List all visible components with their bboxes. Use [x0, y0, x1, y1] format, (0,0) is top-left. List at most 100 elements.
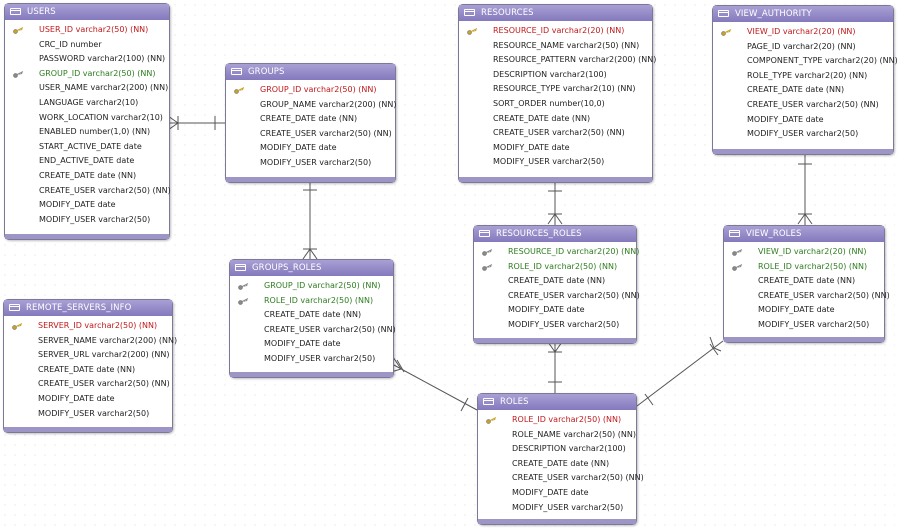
column-row[interactable]: CREATE_DATE date (NN) [474, 274, 636, 289]
column-row[interactable]: MODIFY_USER varchar2(50) [713, 127, 893, 142]
relationship-groups-roles-roles [390, 356, 478, 412]
column-row[interactable]: WORK_LOCATION varchar2(10) [5, 111, 169, 126]
column-row[interactable]: MODIFY_DATE date [230, 337, 393, 352]
column-row[interactable]: MODIFY_USER varchar2(50) [459, 155, 652, 170]
column-row[interactable]: MODIFY_USER varchar2(50) [5, 213, 169, 228]
foreign-key-column[interactable]: RESOURCE_ID varchar2(20) (NN) [474, 245, 639, 260]
column-row[interactable]: RESOURCE_PATTERN varchar2(200) (NN) [459, 53, 656, 68]
column-row[interactable]: CREATE_USER varchar2(50) (NN) [226, 127, 395, 142]
entity-users[interactable]: USERS USER_ID varchar2(50) (NN)CRC_ID num… [4, 3, 171, 240]
entity-header[interactable]: REMOTE_SERVERS_INFO [4, 300, 172, 316]
column-row[interactable]: CREATE_USER varchar2(50) (NN) [713, 98, 893, 113]
foreign-key-column[interactable]: ROLE_ID varchar2(50) (NN) [230, 294, 393, 309]
column-row[interactable]: MODIFY_USER varchar2(50) [724, 318, 884, 333]
table-icon [483, 398, 494, 405]
entity-resources-roles[interactable]: RESOURCES_ROLES RESOURCE_ID varchar2(20) … [473, 225, 640, 344]
entity-header[interactable]: RESOURCES_ROLES [474, 226, 636, 242]
column-row[interactable]: COMPONENT_TYPE varchar2(20) (NN) [713, 54, 898, 69]
column-row[interactable]: MODIFY_DATE date [5, 198, 169, 213]
column-row[interactable]: RESOURCE_NAME varchar2(50) (NN) [459, 39, 652, 54]
column-row[interactable]: MODIFY_DATE date [478, 486, 636, 501]
column-definition: CREATE_USER varchar2(50) (NN) [264, 324, 396, 334]
primary-key-column[interactable]: ROLE_ID varchar2(50) (NN) [478, 413, 636, 428]
foreign-key-column[interactable]: GROUP_ID varchar2(50) (NN) [230, 279, 393, 294]
column-row[interactable]: CREATE_DATE date (NN) [5, 169, 169, 184]
column-row[interactable]: CREATE_DATE date (NN) [459, 112, 652, 127]
column-row[interactable]: GROUP_NAME varchar2(200) (NN) [226, 98, 396, 113]
column-row[interactable]: CREATE_DATE date (NN) [230, 308, 393, 323]
column-row[interactable]: CREATE_DATE date (NN) [4, 363, 172, 378]
column-row[interactable]: CREATE_DATE date (NN) [226, 112, 395, 127]
column-row[interactable]: MODIFY_DATE date [226, 141, 395, 156]
relationship-users-groups [167, 115, 225, 131]
column-row[interactable]: CREATE_USER varchar2(50) (NN) [5, 184, 171, 199]
entity-header[interactable]: VIEW_AUTHORITY [713, 6, 893, 22]
column-row[interactable]: CRC_ID number [5, 38, 169, 53]
column-row[interactable]: CREATE_DATE date (NN) [724, 274, 884, 289]
column-row[interactable]: MODIFY_USER varchar2(50) [478, 501, 636, 516]
entity-groups[interactable]: GROUPS GROUP_ID varchar2(50) (NN)GROUP_NA… [225, 63, 396, 183]
column-row[interactable]: CREATE_USER varchar2(50) (NN) [474, 289, 640, 304]
column-row[interactable]: MODIFY_USER varchar2(50) [4, 407, 172, 422]
column-row[interactable]: MODIFY_DATE date [713, 113, 893, 128]
primary-key-icon [486, 417, 497, 424]
column-row[interactable]: CREATE_USER varchar2(50) (NN) [459, 126, 652, 141]
column-definition: MODIFY_USER varchar2(50) [508, 319, 620, 329]
primary-key-column[interactable]: SERVER_ID varchar2(50) (NN) [4, 319, 172, 334]
table-icon [235, 264, 246, 271]
column-row[interactable]: ENABLED number(1,0) (NN) [5, 125, 169, 140]
column-row[interactable]: MODIFY_DATE date [724, 303, 884, 318]
column-row[interactable]: ROLE_NAME varchar2(50) (NN) [478, 428, 636, 443]
column-row[interactable]: MODIFY_USER varchar2(50) [226, 156, 395, 171]
column-row[interactable]: DESCRIPTION varchar2(100) [459, 68, 652, 83]
column-definition: CRC_ID number [39, 39, 102, 49]
column-row[interactable]: RESOURCE_TYPE varchar2(10) (NN) [459, 82, 652, 97]
column-row[interactable]: MODIFY_DATE date [4, 392, 172, 407]
entity-header[interactable]: VIEW_ROLES [724, 226, 884, 242]
column-row[interactable]: SERVER_NAME varchar2(200) (NN) [4, 334, 177, 349]
column-row[interactable]: PASSWORD varchar2(100) (NN) [5, 52, 169, 67]
column-row[interactable]: CREATE_USER varchar2(50) (NN) [4, 377, 172, 392]
column-row[interactable]: END_ACTIVE_DATE date [5, 154, 169, 169]
entity-remote-servers-info[interactable]: REMOTE_SERVERS_INFO SERVER_ID varchar2(50… [3, 299, 177, 433]
column-row[interactable]: SERVER_URL varchar2(200) (NN) [4, 348, 172, 363]
column-row[interactable]: MODIFY_DATE date [459, 141, 652, 156]
entity-groups-roles[interactable]: GROUPS_ROLES GROUP_ID varchar2(50) (NN)RO… [229, 259, 396, 378]
primary-key-column[interactable]: RESOURCE_ID varchar2(20) (NN) [459, 24, 652, 39]
column-row[interactable]: CREATE_USER varchar2(50) (NN) [230, 323, 396, 338]
entity-view-roles[interactable]: VIEW_ROLES VIEW_ID varchar2(20) (NN)ROLE_… [723, 225, 890, 343]
primary-key-column[interactable]: GROUP_ID varchar2(50) (NN) [226, 83, 395, 98]
column-row[interactable]: ROLE_TYPE varchar2(20) (NN) [713, 69, 893, 84]
foreign-key-column[interactable]: ROLE_ID varchar2(50) (NN) [474, 260, 636, 275]
entity-title: ROLES [500, 397, 529, 407]
foreign-key-column[interactable]: ROLE_ID varchar2(50) (NN) [724, 260, 884, 275]
entity-header[interactable]: GROUPS_ROLES [230, 260, 393, 276]
column-row[interactable]: LANGUAGE varchar2(10) [5, 96, 169, 111]
column-row[interactable]: USER_NAME varchar2(200) (NN) [5, 81, 169, 96]
column-row[interactable]: MODIFY_DATE date [474, 303, 636, 318]
column-row[interactable]: MODIFY_USER varchar2(50) [230, 352, 393, 367]
column-row[interactable]: DESCRIPTION varchar2(100) [478, 442, 636, 457]
column-row[interactable]: PAGE_ID varchar2(20) (NN) [713, 40, 893, 55]
column-row[interactable]: START_ACTIVE_DATE date [5, 140, 169, 155]
primary-key-column[interactable]: USER_ID varchar2(50) (NN) [5, 23, 169, 38]
foreign-key-column[interactable]: GROUP_ID varchar2(50) (NN) [5, 67, 169, 82]
entity-header[interactable]: ROLES [478, 394, 636, 410]
entity-header[interactable]: USERS [5, 4, 169, 20]
entity-header[interactable]: GROUPS [226, 64, 395, 80]
column-row[interactable]: MODIFY_USER varchar2(50) [474, 318, 636, 333]
entity-header[interactable]: RESOURCES [459, 5, 652, 21]
foreign-key-column[interactable]: VIEW_ID varchar2(20) (NN) [724, 245, 884, 260]
column-row[interactable]: CREATE_USER varchar2(50) (NN) [478, 471, 644, 486]
entity-view-authority[interactable]: VIEW_AUTHORITY VIEW_ID varchar2(20) (NN)P… [712, 5, 898, 155]
entity-roles[interactable]: ROLES ROLE_ID varchar2(50) (NN)ROLE_NAME … [477, 393, 644, 525]
column-definition: CREATE_DATE date (NN) [493, 113, 591, 123]
column-row[interactable]: SORT_ORDER number(10,0) [459, 97, 652, 112]
primary-key-column[interactable]: VIEW_ID varchar2(20) (NN) [713, 25, 893, 40]
column-definition: MODIFY_DATE date [260, 143, 337, 153]
column-row[interactable]: CREATE_USER varchar2(50) (NN) [724, 289, 890, 304]
primary-key-icon [721, 29, 732, 36]
column-row[interactable]: CREATE_DATE date (NN) [713, 83, 893, 98]
column-row[interactable]: CREATE_DATE date (NN) [478, 457, 636, 472]
